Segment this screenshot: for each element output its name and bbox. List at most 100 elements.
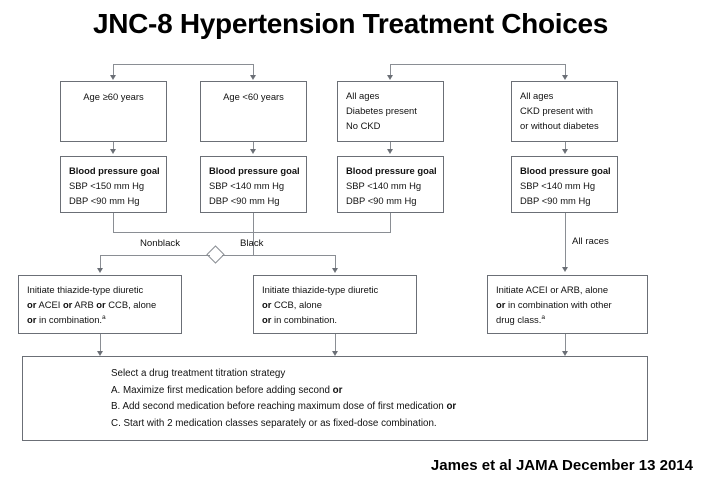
- branch-label-black: Black: [240, 238, 264, 249]
- arrow-to-bp-goal-2: [250, 149, 256, 154]
- merge-rail-left: [113, 232, 391, 233]
- top-bracket-left: [113, 64, 253, 65]
- treatment-line-2: or ACEI or ARB or CCB, alone: [27, 297, 173, 312]
- strategy-option-b-text: B. Add second medication before reaching…: [111, 401, 447, 412]
- population-line: Age <60 years: [223, 91, 284, 102]
- treatment-text: in combination with other: [505, 299, 612, 310]
- connector-black-to-strategy: [335, 334, 336, 352]
- arrow-to-bp-goal-4: [562, 149, 568, 154]
- treatment-text: in combination.: [271, 314, 338, 325]
- population-box-age-under-60: Age <60 years: [200, 81, 307, 142]
- bp-goal-sbp: SBP <140 mm Hg: [520, 180, 596, 191]
- treatment-box-black: Initiate thiazide-type diuretic or CCB, …: [253, 275, 417, 334]
- bp-goal-box-140-90-under60: Blood pressure goal SBP <140 mm Hg DBP <…: [200, 156, 307, 213]
- population-line: or without diabetes: [520, 120, 599, 131]
- bold-or: or: [27, 299, 37, 310]
- bold-or: or: [262, 314, 272, 325]
- treatment-text: ACEI: [36, 299, 63, 310]
- bp-goal-box-140-90-ckd: Blood pressure goal SBP <140 mm Hg DBP <…: [511, 156, 618, 213]
- bp-goal-heading: Blood pressure goal: [346, 165, 437, 176]
- bold-or: or: [332, 384, 343, 396]
- connector-pop4-to-bp4: [565, 142, 566, 150]
- strategy-option-a-text: A. Maximize first medication before addi…: [111, 384, 333, 396]
- bp-goal-heading: Blood pressure goal: [69, 165, 160, 176]
- connector-pop2-to-bp2: [253, 142, 254, 150]
- branch-label-all-races: All races: [572, 236, 609, 247]
- arrow-to-box-3: [387, 75, 393, 80]
- population-box-diabetes-no-ckd: All ages Diabetes present No CKD: [337, 81, 444, 142]
- merge-drop-bp3: [390, 213, 391, 232]
- bold-or: or: [446, 401, 457, 412]
- arrow-to-bp-goal-3: [387, 149, 393, 154]
- page-title: JNC-8 Hypertension Treatment Choices: [92, 8, 609, 39]
- diamond-rail-black: [222, 255, 335, 256]
- treatment-line-3: or in combination.a: [27, 312, 173, 327]
- arrow-to-box-2: [250, 75, 256, 80]
- population-line: Diabetes present: [346, 105, 417, 116]
- arrow-to-strategy-middle: [332, 351, 338, 356]
- diamond-rail-nonblack: [100, 255, 210, 256]
- bp-goal-sbp: SBP <140 mm Hg: [346, 180, 422, 191]
- titration-strategy-box: Select a drug treatment titration strate…: [22, 356, 648, 441]
- treatment-box-ckd: Initiate ACEI or ARB, alone or in combin…: [487, 275, 648, 334]
- bp-goal-sbp: SBP <150 mm Hg: [69, 180, 145, 191]
- strategy-option-c: C. Start with 2 medication classes separ…: [111, 417, 437, 429]
- arrow-to-treatment-black: [332, 268, 338, 273]
- merge-drop-bp1: [113, 213, 114, 232]
- bp-goal-dbp: DBP <90 mm Hg: [209, 195, 280, 206]
- strategy-heading: Select a drug treatment titration strate…: [111, 368, 286, 379]
- connector-pop3-to-bp3: [390, 142, 391, 150]
- top-bracket-right: [390, 64, 565, 65]
- population-line: No CKD: [346, 120, 381, 131]
- treatment-line-1: Initiate thiazide-type diuretic: [27, 284, 144, 295]
- treatment-line-1: Initiate thiazide-type diuretic: [262, 284, 379, 295]
- top-bracket-right-stem-2: [565, 64, 566, 76]
- footnote-marker-a: a: [541, 313, 546, 321]
- strategy-option-a: A. Maximize first medication before addi…: [23, 383, 647, 400]
- arrow-to-treatment-ckd: [562, 267, 568, 272]
- connector-pop1-to-bp1: [113, 142, 114, 150]
- treatment-text: drug class.: [496, 314, 542, 325]
- bold-or: or: [96, 299, 106, 310]
- treatment-line-3: or in combination.: [262, 312, 408, 327]
- bp-goal-dbp: DBP <90 mm Hg: [520, 195, 591, 206]
- population-line: All ages: [346, 90, 380, 101]
- bp-goal-box-140-90-diabetes: Blood pressure goal SBP <140 mm Hg DBP <…: [337, 156, 444, 213]
- treatment-line-2: or CCB, alone: [262, 297, 408, 312]
- diamond-drop-black: [335, 255, 336, 269]
- arrow-to-strategy-right: [562, 351, 568, 356]
- arrow-to-box-1: [110, 75, 116, 80]
- treatment-line-2: or in combination with other: [496, 297, 639, 312]
- treatment-line-1: Initiate ACEI or ARB, alone: [496, 284, 609, 295]
- branch-label-nonblack: Nonblack: [140, 238, 180, 249]
- connector-ckd-to-strategy: [565, 334, 566, 352]
- footnote-marker-a: a: [102, 313, 106, 321]
- strategy-option-b: B. Add second medication before reaching…: [23, 399, 647, 416]
- bp-goal-dbp: DBP <90 mm Hg: [346, 195, 417, 206]
- arrow-to-strategy-left: [97, 351, 103, 356]
- bp-goal-heading: Blood pressure goal: [209, 165, 300, 176]
- connector-bp4-to-treatment-ckd: [565, 213, 566, 268]
- treatment-line-3: drug class.a: [496, 312, 639, 327]
- bp-goal-dbp: DBP <90 mm Hg: [69, 195, 140, 206]
- connector-nonblack-to-strategy: [100, 334, 101, 352]
- population-line: All ages: [520, 90, 554, 101]
- arrow-to-bp-goal-1: [110, 149, 116, 154]
- top-bracket-right-stem-1: [390, 64, 391, 76]
- arrow-to-box-4: [562, 75, 568, 80]
- top-bracket-left-stem-1: [113, 64, 114, 76]
- treatment-text: CCB, alone: [105, 299, 157, 310]
- treatment-text: ARB: [72, 299, 97, 310]
- bold-or: or: [496, 299, 506, 310]
- population-box-age-60-or-older: Age ≥60 years: [60, 81, 167, 142]
- population-line: CKD present with: [520, 105, 593, 116]
- arrow-to-treatment-nonblack: [97, 268, 103, 273]
- diamond-drop-nonblack: [100, 255, 101, 269]
- population-box-ckd-present: All ages CKD present with or without dia…: [511, 81, 618, 142]
- merge-drop-bp2-to-diamond: [253, 213, 254, 255]
- source-citation: James et al JAMA December 13 2014: [430, 457, 693, 474]
- bp-goal-sbp: SBP <140 mm Hg: [209, 180, 285, 191]
- bp-goal-box-150-90: Blood pressure goal SBP <150 mm Hg DBP <…: [60, 156, 167, 213]
- treatment-text: in combination.: [36, 314, 103, 325]
